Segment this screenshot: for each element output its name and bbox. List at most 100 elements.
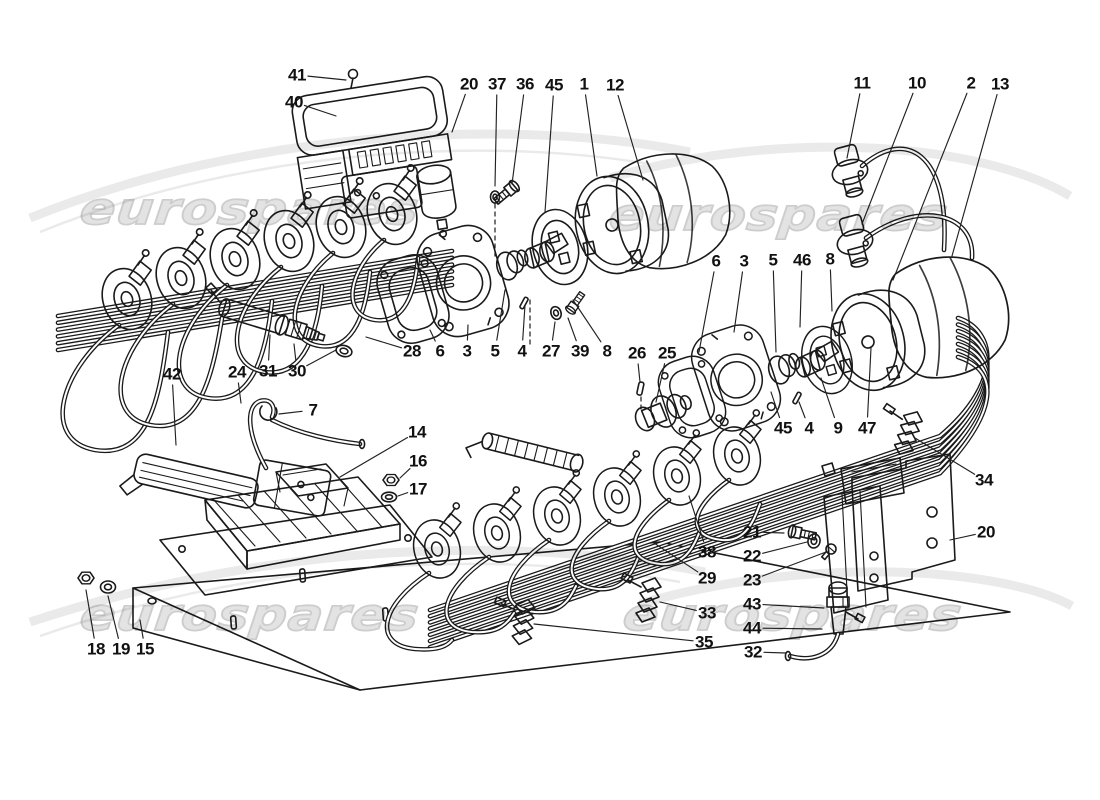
part-label-44[interactable]: 44 xyxy=(743,618,761,638)
part-label-10[interactable]: 10 xyxy=(908,73,926,93)
part-label-19[interactable]: 19 xyxy=(112,639,130,659)
part-label-6[interactable]: 6 xyxy=(435,341,445,361)
part-label-17[interactable]: 17 xyxy=(409,479,427,499)
leader-line xyxy=(846,93,861,159)
part-label-37[interactable]: 37 xyxy=(488,74,506,94)
part-label-3[interactable]: 3 xyxy=(462,341,472,361)
part-label-41[interactable]: 41 xyxy=(288,65,306,85)
leader-line xyxy=(494,94,498,187)
leader-line xyxy=(107,595,119,639)
wire-loom-lower xyxy=(427,315,990,650)
part-label-24[interactable]: 24 xyxy=(228,362,246,382)
part-label-46[interactable]: 46 xyxy=(793,250,811,270)
part-label-15[interactable]: 15 xyxy=(136,639,154,659)
part-label-30[interactable]: 30 xyxy=(288,361,306,381)
leader-line xyxy=(659,601,697,612)
part-label-20[interactable]: 20 xyxy=(460,74,478,94)
part-label-6[interactable]: 6 xyxy=(711,251,721,271)
part-label-32[interactable]: 32 xyxy=(744,642,762,662)
leader-line xyxy=(268,334,271,361)
part-label-45[interactable]: 45 xyxy=(545,75,563,95)
part-label-21[interactable]: 21 xyxy=(743,522,761,542)
leader-line xyxy=(511,94,525,185)
part-label-47[interactable]: 47 xyxy=(858,418,876,438)
part-label-4[interactable]: 4 xyxy=(517,341,527,361)
leader-line xyxy=(306,349,337,367)
part-label-3[interactable]: 3 xyxy=(739,251,749,271)
part-label-2[interactable]: 2 xyxy=(966,73,976,93)
leader-line xyxy=(496,289,506,341)
spark-plug-boots-upper xyxy=(60,163,436,454)
leader-line xyxy=(139,619,144,639)
leader-line xyxy=(365,336,403,349)
part-label-26[interactable]: 26 xyxy=(628,343,646,363)
part-label-16[interactable]: 16 xyxy=(409,451,427,471)
part-label-5[interactable]: 5 xyxy=(490,341,500,361)
leader-line xyxy=(762,604,825,609)
part-label-22[interactable]: 22 xyxy=(743,546,761,566)
part-label-13[interactable]: 13 xyxy=(991,74,1009,94)
part-label-45[interactable]: 45 xyxy=(774,418,792,438)
leader-line xyxy=(399,467,411,479)
spark-plug-assembly xyxy=(205,282,353,358)
ignition-module xyxy=(291,68,457,238)
leader-line xyxy=(949,533,976,541)
leader-line xyxy=(733,271,744,333)
part-label-8[interactable]: 8 xyxy=(602,341,612,361)
part-label-9[interactable]: 9 xyxy=(833,418,843,438)
part-label-36[interactable]: 36 xyxy=(516,74,534,94)
leader-line xyxy=(451,93,466,133)
crank-sensors xyxy=(825,141,975,272)
leader-line xyxy=(762,541,808,554)
leader-line xyxy=(567,317,577,342)
leader-line xyxy=(429,329,436,342)
leader-line xyxy=(688,495,705,543)
part-label-33[interactable]: 33 xyxy=(698,603,716,623)
leader-line xyxy=(533,623,694,642)
leader-line xyxy=(951,94,998,257)
part-label-40[interactable]: 40 xyxy=(285,92,303,112)
part-label-18[interactable]: 18 xyxy=(87,639,105,659)
leader-line xyxy=(85,589,95,639)
part-label-1[interactable]: 1 xyxy=(579,74,589,94)
leader-line xyxy=(584,94,598,177)
leader-line xyxy=(698,271,715,353)
part-label-7[interactable]: 7 xyxy=(308,400,318,420)
leader-line xyxy=(762,627,823,630)
harness-connector xyxy=(119,398,366,517)
part-label-11[interactable]: 11 xyxy=(853,73,871,93)
part-label-5[interactable]: 5 xyxy=(768,250,778,270)
leader-line xyxy=(866,347,872,418)
leader-line xyxy=(572,299,602,343)
part-label-31[interactable]: 31 xyxy=(259,361,277,381)
part-label-42[interactable]: 42 xyxy=(163,364,181,384)
part-label-12[interactable]: 12 xyxy=(606,75,624,95)
leader-line xyxy=(762,531,785,534)
part-label-34[interactable]: 34 xyxy=(975,470,993,490)
part-label-39[interactable]: 39 xyxy=(571,341,589,361)
leader-line xyxy=(339,436,409,478)
part-label-27[interactable]: 27 xyxy=(542,341,560,361)
part-label-23[interactable]: 23 xyxy=(743,570,761,590)
leader-line xyxy=(799,270,803,328)
part-label-35[interactable]: 35 xyxy=(695,632,713,652)
leader-line xyxy=(772,270,777,353)
part-label-38[interactable]: 38 xyxy=(698,542,716,562)
part-label-25[interactable]: 25 xyxy=(658,343,676,363)
leader-line xyxy=(763,651,787,654)
leader-line xyxy=(820,377,836,419)
part-label-29[interactable]: 29 xyxy=(698,568,716,588)
leader-line xyxy=(544,95,554,213)
part-label-14[interactable]: 14 xyxy=(408,422,426,442)
part-label-8[interactable]: 8 xyxy=(825,249,835,269)
leader-line xyxy=(466,324,469,341)
leader-line xyxy=(829,269,833,312)
part-label-43[interactable]: 43 xyxy=(743,594,761,614)
part-label-4[interactable]: 4 xyxy=(804,418,814,438)
part-label-28[interactable]: 28 xyxy=(403,341,421,361)
leader-line xyxy=(617,94,644,181)
part-label-20[interactable]: 20 xyxy=(977,522,995,542)
leader-line xyxy=(655,363,666,403)
leader-line xyxy=(770,391,781,419)
